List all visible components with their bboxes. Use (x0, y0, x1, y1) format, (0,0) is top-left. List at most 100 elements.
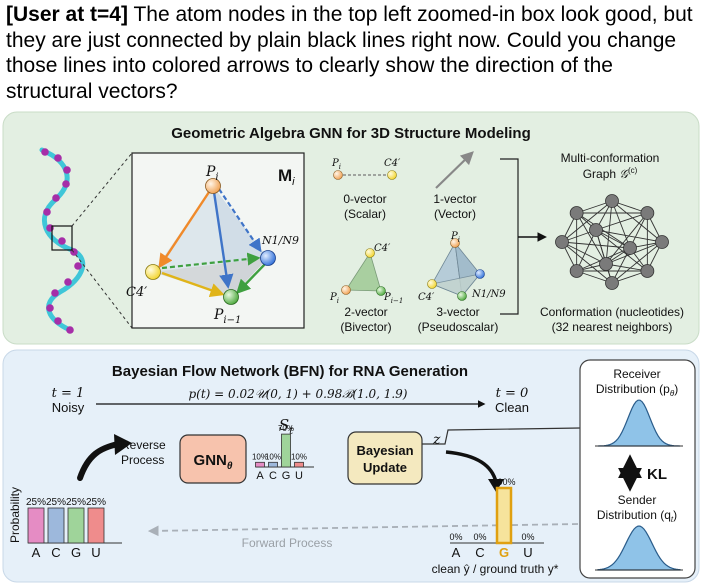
graph-node (569, 264, 584, 278)
arrow-pi-n1 (218, 188, 262, 253)
vector-0: Pi C4′ 0-vector (Scalar) (331, 158, 401, 221)
graph-node (599, 257, 613, 271)
st-label: St (279, 416, 294, 437)
zoom-line-bottom (71, 249, 133, 329)
St-category-C: C (269, 470, 277, 482)
receiver-label-1: Receiver (613, 367, 660, 381)
t0-label: t = 0 (496, 386, 529, 401)
label-p-im1: Pi−1 (213, 307, 241, 326)
arrow-n1-pim1 (235, 262, 267, 295)
instruction-text: [User at t=4] The atom nodes in the top … (6, 2, 701, 104)
bayesian-update-label-1: Bayesian (356, 443, 413, 458)
graph-edge (576, 212, 631, 249)
node-p-im1 (223, 289, 239, 305)
reverse-arrow-head (114, 434, 132, 455)
prior-category-A: A (32, 545, 41, 560)
prior-bar-G (67, 507, 85, 544)
prior-value-label-U: 25% (86, 497, 106, 508)
graph-node (640, 264, 655, 278)
clean-value-label-U: 0% (521, 532, 534, 542)
chart-st: 10%A10%C70%G10%U (252, 424, 314, 482)
z-label: z (432, 432, 441, 448)
vector-1-name: 1-vector (433, 192, 476, 206)
graph-edge (561, 241, 613, 284)
clean-value-label-C: 0% (473, 532, 486, 542)
graph-edge (605, 263, 648, 272)
graph-edge (611, 200, 663, 243)
time-formula: p(t) = 0.02𝒰(0, 1) + 0.98ℬ(1.0, 1.9) (189, 387, 408, 401)
graph-node (555, 235, 569, 249)
vector-1-desc: (Vector) (434, 207, 476, 221)
svg-text:C4′: C4′ (418, 292, 435, 303)
graph-node (569, 206, 584, 220)
St-bar-C (268, 461, 278, 468)
vector-1: 1-vector (Vector) (433, 151, 477, 221)
graph-node (605, 194, 619, 208)
top-panel-title: Geometric Algebra GNN for 3D Structure M… (171, 125, 531, 142)
St-bar-U (294, 461, 304, 468)
update-arrow (445, 450, 498, 483)
label-p-i: Pi (205, 164, 219, 183)
vector-0-desc: (Scalar) (344, 207, 386, 221)
graph-edges (561, 200, 663, 284)
graph-edge (595, 229, 648, 272)
prior-value-label-A: 25% (26, 497, 46, 508)
arrow-c4-pim1 (161, 271, 225, 297)
arrow-pi-c4 (158, 185, 215, 269)
bayesian-update-label-2: Update (363, 460, 407, 475)
probability-label: Probability (8, 487, 22, 543)
St-bar-G (281, 433, 291, 468)
reverse-arrow (77, 441, 121, 481)
prior-bar-U (87, 507, 105, 544)
zoom-line-top (71, 152, 133, 227)
gnn-box (179, 434, 247, 484)
St-category-G: G (282, 470, 291, 482)
svg-text:C4′: C4′ (374, 243, 391, 254)
graph-node (605, 276, 619, 290)
instruction-prefix: [User at t=4] (6, 3, 128, 26)
arrow-c4-n1 (161, 252, 261, 270)
node-c4 (145, 264, 161, 280)
graph-node (655, 235, 669, 249)
prior-category-C: C (51, 545, 60, 560)
graph-title: Multi-conformation (561, 151, 660, 165)
clean-category-C: C (475, 545, 484, 560)
prior-bar-C (47, 507, 65, 544)
vector-2-name: 2-vector (344, 305, 387, 319)
node-p-i (205, 178, 221, 194)
vector-2: C4′ Pi Pi−1 2-vector (Bivector) (329, 243, 403, 334)
gnn-label: GNNθ (194, 452, 233, 472)
svg-text:C4′: C4′ (384, 158, 401, 169)
vector-3-desc: (Pseudoscalar) (418, 320, 499, 334)
svg-text:Pi−1: Pi−1 (383, 292, 403, 305)
graph-node (589, 223, 603, 237)
arrow-pi-pim1 (212, 191, 234, 289)
St-category-A: A (256, 470, 264, 482)
graph-node (623, 241, 637, 255)
prior-category-U: U (91, 545, 100, 560)
label-c4: C4′ (126, 285, 147, 300)
noisy-label: Noisy (52, 400, 85, 415)
graph-edge (595, 229, 663, 243)
matrix-label: Mi (278, 166, 295, 188)
clean-value-label-A: 0% (449, 532, 462, 542)
prior-category-G: G (71, 545, 81, 560)
clean-caption: clean ŷ / ground truth y* (432, 562, 559, 576)
graph-nodes (555, 194, 669, 290)
St-value-label-G: 70% (278, 424, 294, 433)
receiver-label-2: Distribution (pθ) (596, 382, 678, 398)
instruction-body: The atom nodes in the top left zoomed-in… (6, 3, 693, 103)
St-category-U: U (295, 470, 303, 482)
graph-caption-2: (32 nearest neighbors) (552, 320, 673, 334)
bayesian-update-box (347, 431, 423, 485)
graph-edge (576, 229, 597, 272)
clean-category-G: G (499, 545, 509, 560)
update-arrow-head (488, 479, 504, 492)
reverse-label-1: Reverse (121, 438, 166, 452)
clean-label: Clean (495, 400, 529, 415)
svg-text:N1/N9: N1/N9 (471, 289, 506, 300)
svg-text:Pi: Pi (331, 158, 341, 171)
clean-bar-G (495, 486, 513, 545)
vector-0-name: 0-vector (343, 192, 386, 206)
